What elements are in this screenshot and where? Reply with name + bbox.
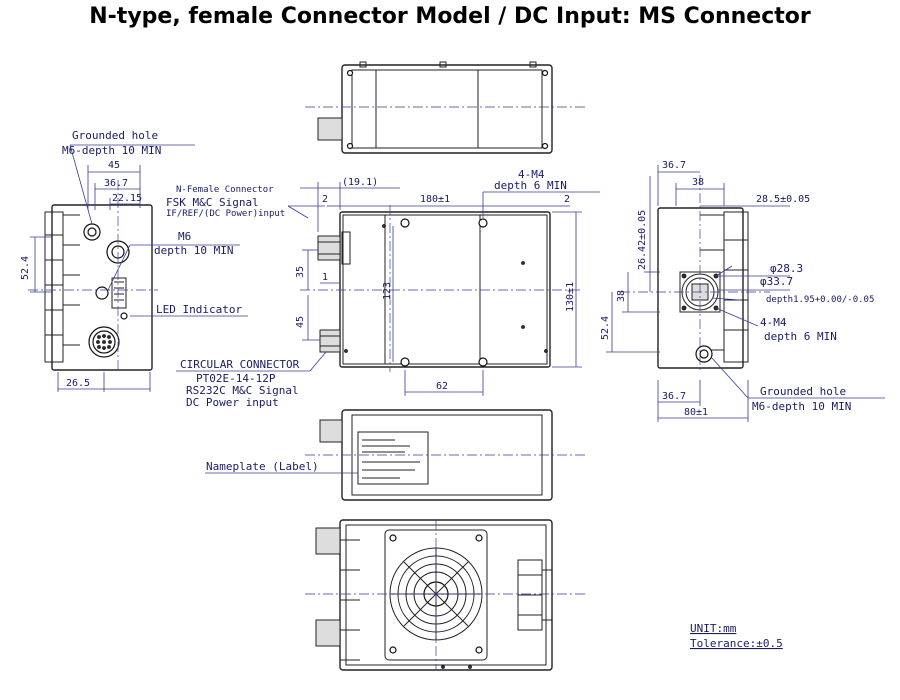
front-dim-123: 123	[382, 282, 393, 300]
right-dim-38-side: 38	[616, 290, 627, 302]
tolerance-note: Tolerance:±0.5	[690, 637, 783, 650]
left-dim-26-5: 26.5	[66, 378, 90, 389]
right-4m4-spec: depth 6 MIN	[764, 330, 837, 343]
right-dim-52-4: 52.4	[600, 316, 611, 340]
right-dim-80: 80±1	[684, 407, 708, 418]
front-dim-45: 45	[295, 316, 306, 328]
unit-note: UNIT:mm	[690, 622, 737, 635]
led-indicator-label: LED Indicator	[156, 303, 242, 316]
left-side-view	[28, 180, 158, 372]
right-grounded-hole-spec: M6-depth 10 MIN	[752, 400, 851, 413]
right-dim-36-7-bottom: 36.7	[662, 391, 686, 402]
bottom-view	[205, 409, 585, 501]
left-m6-spec: depth 10 MIN	[154, 244, 233, 257]
circular-connector-model: PT02E-14-12P	[196, 372, 276, 385]
right-dim-26-42: 26.42±0.05	[637, 210, 648, 270]
right-dim-38: 38	[692, 177, 704, 188]
right-grounded-hole-title: Grounded hole	[760, 385, 846, 398]
front-dim-35: 35	[295, 266, 306, 278]
left-dim-22-15: 22.15	[112, 193, 142, 204]
rear-view	[305, 519, 585, 671]
depth-spec: depth1.95+0.00/-0.05	[766, 295, 874, 305]
front-dim-62: 62	[436, 381, 448, 392]
phi-28-3: φ28.3	[770, 262, 803, 275]
if-ref-input-label: IF/REF/(DC Power)input	[166, 209, 285, 219]
circular-connector-signal: RS232C M&C Signal	[186, 384, 299, 397]
right-view-dimensions	[606, 165, 885, 422]
left-dim-36-7: 36.7	[104, 178, 128, 189]
front-view	[300, 205, 580, 372]
front-dim-130: 130±1	[565, 282, 576, 312]
right-side-view	[620, 175, 770, 372]
front-view-dimensions	[176, 182, 600, 396]
front-dim-19-1: (19.1)	[342, 177, 378, 188]
phi-33-7: φ33.7	[760, 275, 793, 288]
page-title: N-type, female Connector Model / DC Inpu…	[89, 4, 811, 29]
front-4m4-spec: depth 6 MIN	[494, 179, 567, 192]
fsk-signal-label: FSK M&C Signal	[166, 196, 259, 209]
left-grounded-hole-spec: M6-depth 10 MIN	[62, 144, 161, 157]
left-dim-52-4: 52.4	[20, 256, 31, 280]
front-dim-2-left: 2	[322, 194, 328, 205]
right-dim-28-5: 28.5±0.05	[756, 194, 810, 205]
left-dim-45: 45	[108, 160, 120, 171]
top-view	[305, 61, 585, 154]
right-dim-36-7-top: 36.7	[662, 160, 686, 171]
front-dim-2-right: 2	[564, 194, 570, 205]
n-female-connector-label: N-Female Connector	[176, 185, 274, 195]
left-grounded-hole-title: Grounded hole	[72, 129, 158, 142]
circular-connector-power: DC Power input	[186, 396, 279, 409]
front-4m4-title: 4-M4	[518, 168, 545, 181]
circular-connector-title: CIRCULAR CONNECTOR	[180, 358, 300, 371]
left-view-dimensions	[30, 144, 248, 392]
nameplate-label: Nameplate (Label)	[206, 460, 319, 473]
front-dim-1: 1	[322, 272, 328, 283]
left-m6-title: M6	[178, 230, 191, 243]
front-dim-180: 180±1	[420, 194, 450, 205]
nameplate	[357, 431, 429, 485]
right-4m4-title: 4-M4	[760, 316, 787, 329]
